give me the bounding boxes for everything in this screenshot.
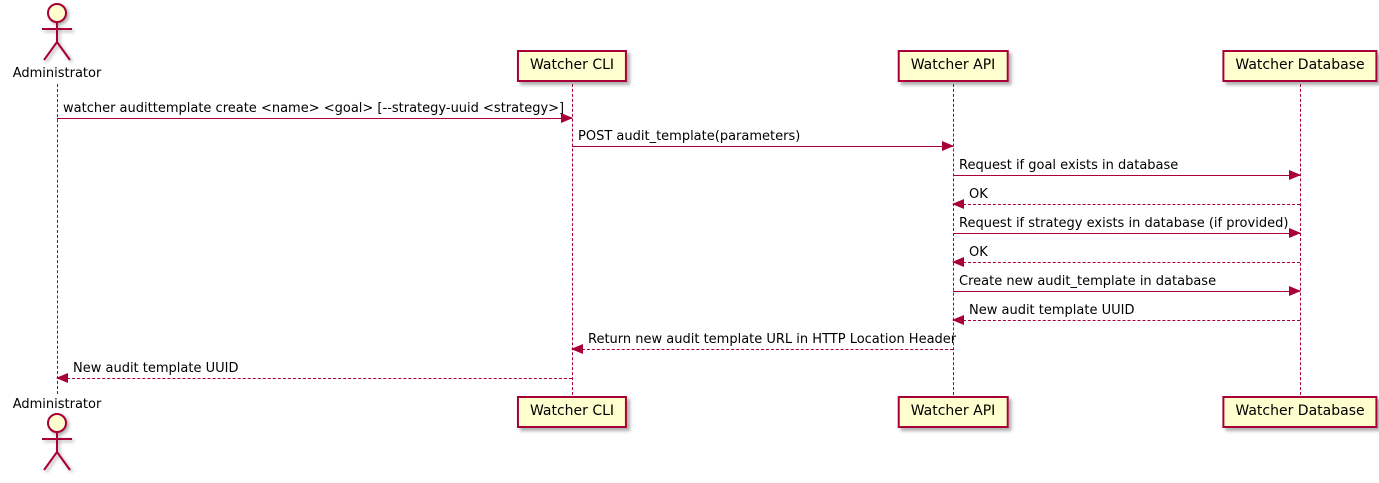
message-label: POST audit_template(parameters): [578, 129, 801, 144]
message-line: [953, 320, 1300, 321]
lifeline-administrator: [57, 84, 58, 394]
message-label: New audit template UUID: [73, 361, 239, 376]
message-label: OK: [969, 187, 988, 202]
message-label: Return new audit template URL in HTTP Lo…: [588, 332, 957, 347]
participant-watcher-database-bottom: Watcher Database: [1222, 396, 1378, 428]
message-line: [953, 262, 1300, 263]
arrowhead-left-icon: [571, 344, 583, 354]
message-line: [572, 349, 953, 350]
arrowhead-right-icon: [1289, 170, 1301, 180]
arrowhead-right-icon: [942, 141, 954, 151]
message-label: Request if goal exists in database: [959, 158, 1179, 173]
arrowhead-left-icon: [952, 315, 964, 325]
message-line: [953, 204, 1300, 205]
message-label: watcher audittemplate create <name> <goa…: [63, 101, 565, 116]
message-line: [57, 378, 572, 379]
participant-watcher-database-top: Watcher Database: [1222, 50, 1378, 82]
actor-label-administrator-top: Administrator: [12, 66, 102, 81]
actor-administrator-top: [36, 2, 78, 68]
arrowhead-left-icon: [56, 373, 68, 383]
arrowhead-right-icon: [561, 113, 573, 123]
actor-icon: [42, 3, 72, 61]
lifeline-watcher-cli: [572, 79, 573, 395]
message-label: OK: [969, 245, 988, 260]
actor-label-administrator-bottom: Administrator: [12, 397, 102, 412]
arrowhead-left-icon: [952, 199, 964, 209]
arrowhead-left-icon: [952, 257, 964, 267]
participant-watcher-cli-top: Watcher CLI: [516, 50, 628, 82]
message-line: [57, 118, 572, 119]
actor-icon: [42, 413, 72, 471]
message-label: New audit template UUID: [969, 303, 1135, 318]
arrowhead-right-icon: [1289, 286, 1301, 296]
participant-watcher-api-bottom: Watcher API: [897, 396, 1009, 428]
message-label: Create new audit_template in database: [959, 274, 1217, 289]
actor-administrator-bottom: [36, 412, 78, 478]
participant-watcher-api-top: Watcher API: [897, 50, 1009, 82]
message-label: Request if strategy exists in database (…: [959, 216, 1289, 231]
arrowhead-right-icon: [1289, 228, 1301, 238]
message-line: [953, 233, 1300, 234]
message-line: [572, 146, 953, 147]
message-line: [953, 175, 1300, 176]
participant-watcher-cli-bottom: Watcher CLI: [516, 396, 628, 428]
lifeline-watcher-api: [953, 79, 954, 395]
message-line: [953, 291, 1300, 292]
